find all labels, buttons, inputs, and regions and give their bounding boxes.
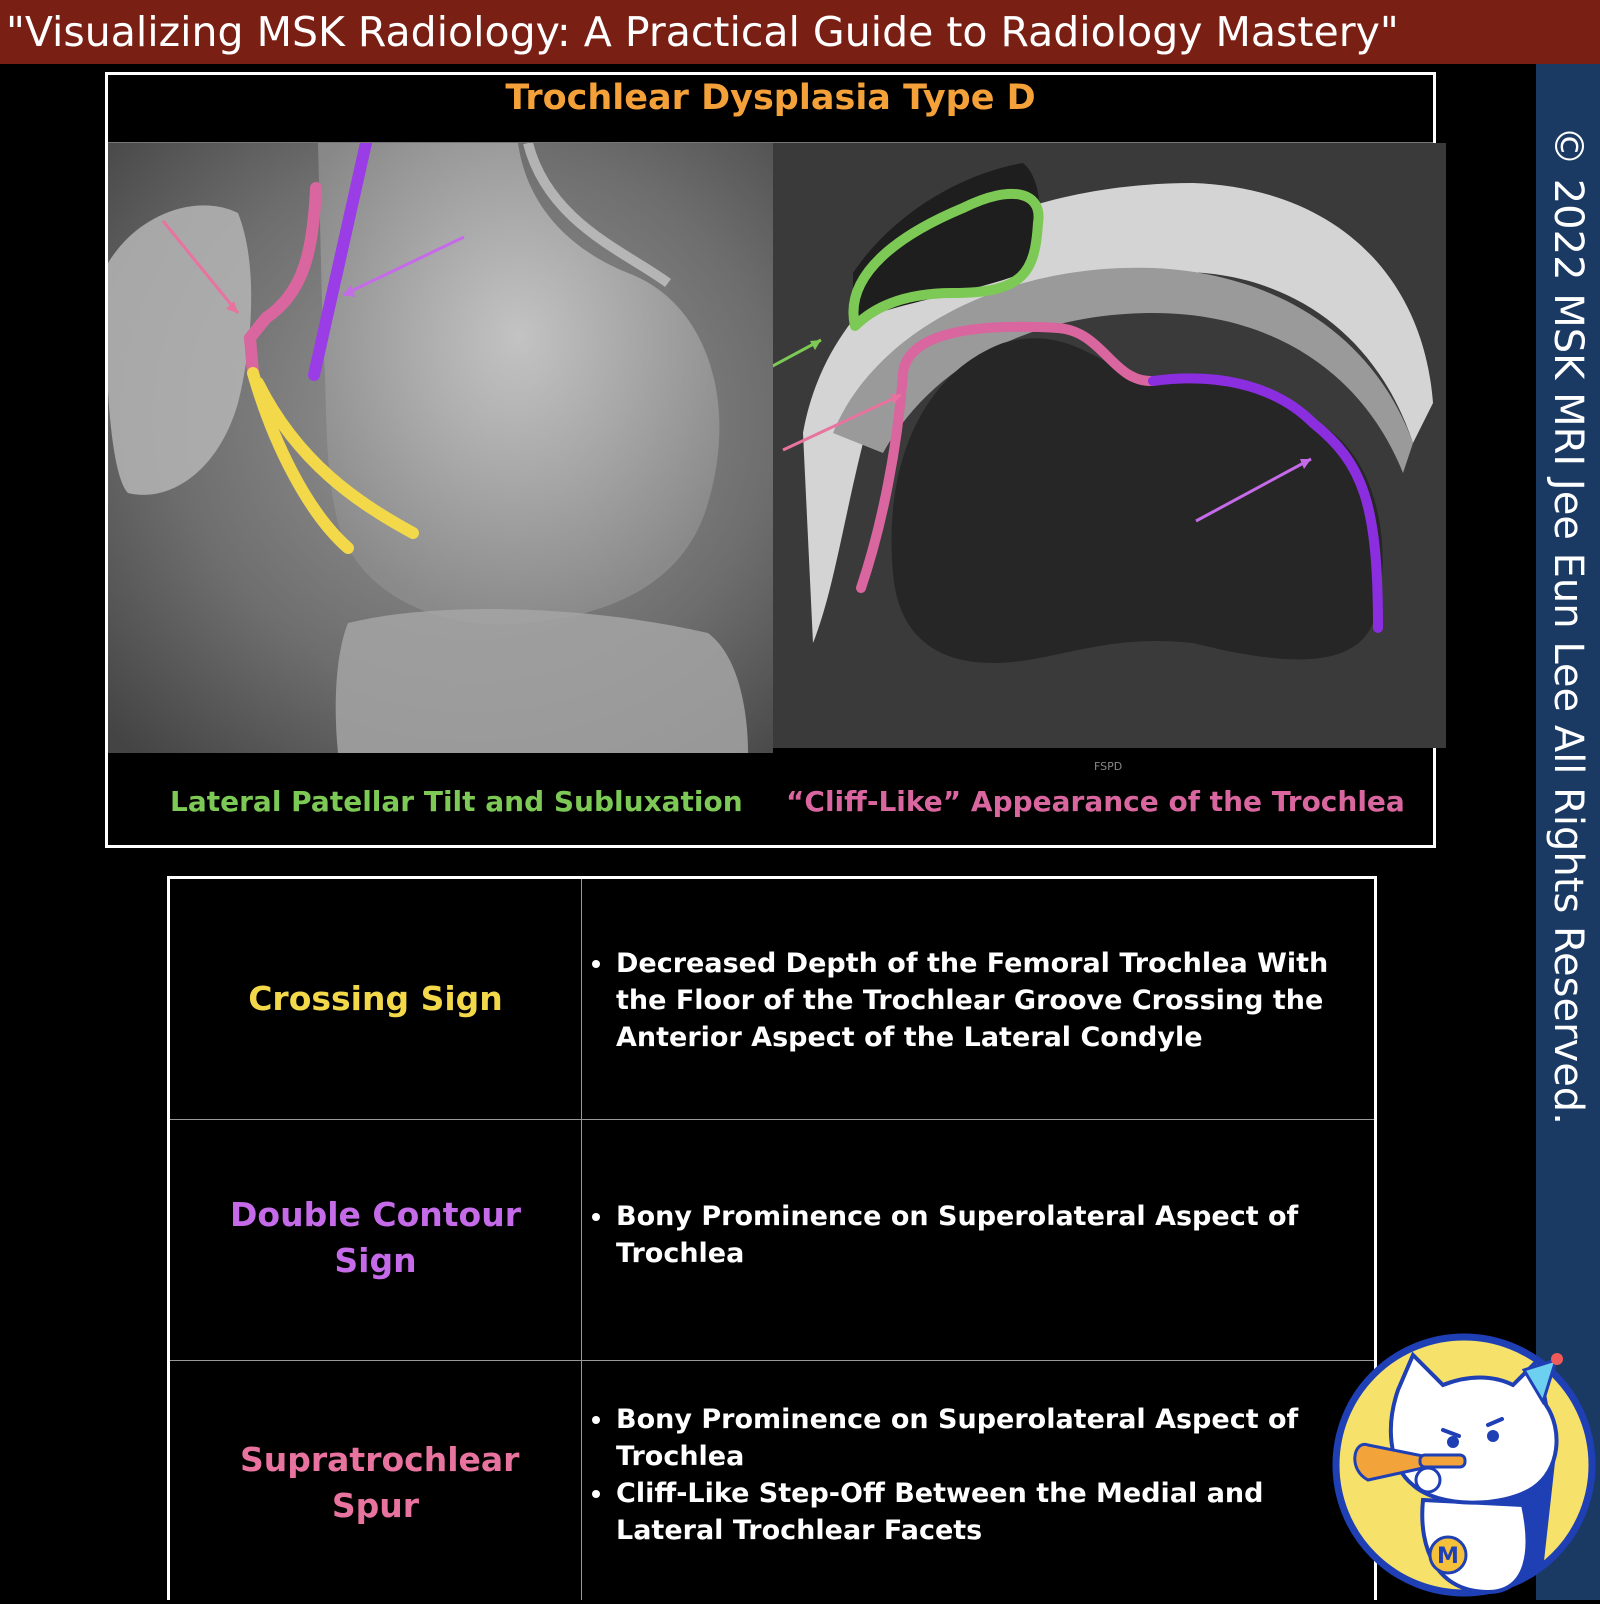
mri-caption: “Cliff-Like” Appearance of the Trochlea <box>786 785 1405 818</box>
pink-arrow-xray <box>161 220 240 314</box>
list-item: Decreased Depth of the Femoral Trochlea … <box>582 945 1372 1056</box>
pink-arrow-mri <box>782 393 902 452</box>
yellow-crossing-line-2 <box>252 377 419 539</box>
sign-name-supratrochlear: Supratrochlear Spur <box>240 1440 520 1525</box>
table-column-divider <box>581 879 582 1600</box>
xray-caption: Lateral Patellar Tilt and Subluxation <box>170 785 743 818</box>
purple-arrow-mri <box>1195 457 1312 523</box>
sign-name-crossing: Crossing Sign <box>248 979 503 1018</box>
list-item: Cliff-Like Step-Off Between the Medial a… <box>582 1475 1372 1549</box>
table-row-double-contour: Double Contour Sign Bony Prominence on S… <box>170 1120 1374 1360</box>
green-patella-outline <box>848 188 1044 331</box>
purple-trochlea-contour <box>1148 373 1383 633</box>
pink-trochlea-contour <box>856 321 1158 593</box>
sign-description-double-contour: Bony Prominence on Superolateral Aspect … <box>582 1198 1372 1272</box>
sign-description-crossing: Decreased Depth of the Femoral Trochlea … <box>582 945 1372 1056</box>
pink-contour-xray <box>243 182 322 379</box>
table-row-divider <box>170 1119 1374 1120</box>
figure-title-divider <box>108 142 1433 143</box>
mri-image <box>773 143 1446 748</box>
banner-title: "Visualizing MSK Radiology: A Practical … <box>0 0 1600 64</box>
xray-image <box>108 143 773 753</box>
green-arrow <box>773 338 822 368</box>
sign-description-supratrochlear: Bony Prominence on Superolateral Aspect … <box>582 1401 1372 1549</box>
copyright-strip <box>1536 64 1600 1600</box>
table-row-supratrochlear-spur: Supratrochlear Spur Bony Prominence on S… <box>170 1361 1374 1603</box>
purple-arrow-xray <box>342 235 465 297</box>
copyright-text: © 2022 MSK MRI Jee Eun Lee All Rights Re… <box>1545 126 1591 1125</box>
cat-mascot-with-trumpet-icon: M <box>1328 1330 1600 1600</box>
purple-contour-xray <box>308 143 372 381</box>
mri-sequence-label: FSPD <box>1094 760 1123 773</box>
mascot-badge-letter: M <box>1437 1544 1459 1569</box>
table-row-divider <box>170 1360 1374 1361</box>
figure-title: Trochlear Dysplasia Type D <box>505 78 1036 118</box>
list-item: Bony Prominence on Superolateral Aspect … <box>582 1198 1372 1272</box>
table-row-crossing-sign: Crossing Sign Decreased Depth of the Fem… <box>170 879 1374 1119</box>
sign-name-double-contour: Double Contour Sign <box>230 1195 521 1280</box>
signs-table: Crossing Sign Decreased Depth of the Fem… <box>167 876 1377 1600</box>
list-item: Bony Prominence on Superolateral Aspect … <box>582 1401 1372 1475</box>
